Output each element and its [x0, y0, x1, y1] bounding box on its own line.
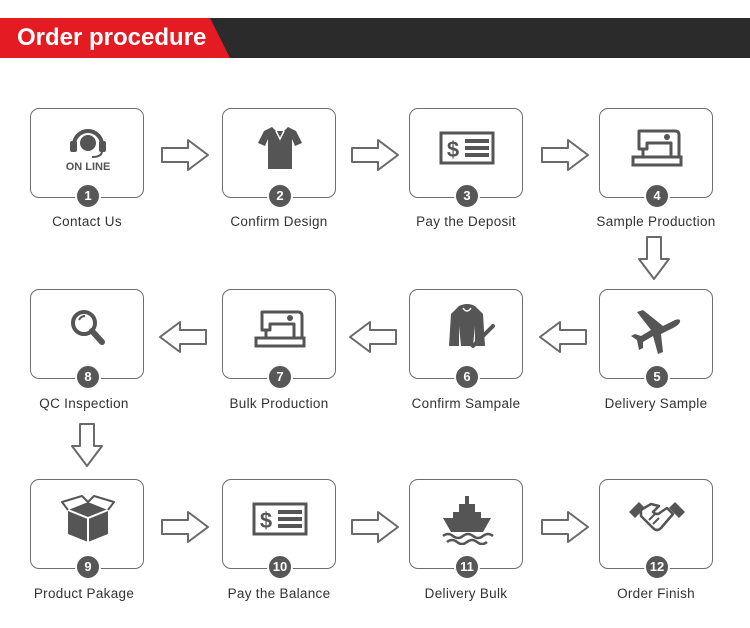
arrow-down-icon	[638, 236, 670, 280]
headset-icon: ON LINE	[66, 129, 111, 173]
step-9-box: 9	[30, 479, 144, 580]
step-11-badge: 11	[454, 554, 480, 580]
step-4-label: Sample Production	[596, 214, 716, 229]
step-6-label: Confirm Sampale	[411, 396, 521, 411]
step-4-badge: 4	[644, 183, 670, 209]
step-5-label: Delivery Sample	[604, 396, 708, 411]
arrow-left-2	[348, 320, 398, 354]
header-tab	[0, 18, 230, 58]
dollar-sign: $	[260, 508, 272, 533]
step-4-box: 4	[599, 108, 713, 209]
arrow-left-icon	[349, 321, 397, 353]
arrow-left-1	[538, 320, 588, 354]
polo-shirt-icon	[258, 127, 302, 169]
page-title: Order procedure	[17, 24, 207, 51]
dollar-sign: $	[447, 137, 459, 162]
arrow-down-2	[69, 422, 105, 468]
step-11-box: 11	[409, 479, 523, 580]
arrow-right-icon	[351, 511, 399, 543]
step-3-box: $ 3	[409, 108, 523, 209]
step-5-box: 5	[599, 289, 713, 390]
step-3-badge: 3	[454, 183, 480, 209]
payment-icon: $	[252, 502, 308, 536]
step-10-label: Pay the Balance	[227, 586, 331, 601]
arrow-right-4	[160, 510, 210, 544]
step-7-box: 7	[222, 289, 336, 390]
arrow-right-5	[350, 510, 400, 544]
arrow-left-3	[158, 320, 208, 354]
arrow-down-icon	[71, 423, 103, 467]
step-12-label: Order Finish	[617, 586, 695, 601]
step-1-badge: 1	[75, 183, 101, 209]
payment-icon: $	[439, 131, 495, 165]
arrow-left-icon	[159, 321, 207, 353]
step-12-box: 12	[599, 479, 713, 580]
arrow-right-3	[540, 138, 590, 172]
arrow-left-icon	[539, 321, 587, 353]
arrow-right-1	[160, 138, 210, 172]
step-1-label: Contact Us	[52, 214, 122, 229]
airplane-icon	[631, 310, 681, 354]
step-12-badge: 12	[644, 554, 670, 580]
step-7-label: Bulk Production	[229, 396, 329, 411]
step-11-label: Delivery Bulk	[424, 586, 508, 601]
step-9-label: Product Pakage	[33, 586, 135, 601]
step-6-badge: 6	[454, 364, 480, 390]
step-8-label: QC Inspection	[39, 396, 129, 411]
jacket-check-icon	[449, 304, 495, 348]
step-8-badge: 8	[75, 364, 101, 390]
step-1-box: ON LINE 1	[30, 108, 144, 209]
arrow-down-1	[636, 235, 672, 281]
arrow-right-icon	[161, 511, 209, 543]
step-5-badge: 5	[644, 364, 670, 390]
arrow-right-6	[540, 510, 590, 544]
step-7-badge: 7	[267, 364, 293, 390]
step-8-box: 8	[30, 289, 144, 390]
online-text: ON LINE	[66, 161, 111, 173]
step-3-label: Pay the Deposit	[416, 214, 516, 229]
step-2-badge: 2	[267, 183, 293, 209]
step-6-box: 6	[409, 289, 523, 390]
arrow-right-icon	[161, 139, 209, 171]
sewing-machine-icon	[254, 310, 306, 348]
step-2-box: 2	[222, 108, 336, 209]
ship-icon	[442, 496, 494, 545]
step-10-badge: 10	[267, 554, 293, 580]
arrow-right-2	[350, 138, 400, 172]
package-box-icon	[61, 495, 115, 542]
step-10-box: $ 10	[222, 479, 336, 580]
step-2-label: Confirm Design	[230, 214, 328, 229]
arrow-right-icon	[541, 139, 589, 171]
sewing-machine-icon	[631, 129, 683, 167]
arrow-right-icon	[351, 139, 399, 171]
magnifier-icon	[71, 310, 105, 345]
arrow-right-icon	[541, 511, 589, 543]
step-9-badge: 9	[75, 554, 101, 580]
handshake-icon	[629, 502, 685, 532]
